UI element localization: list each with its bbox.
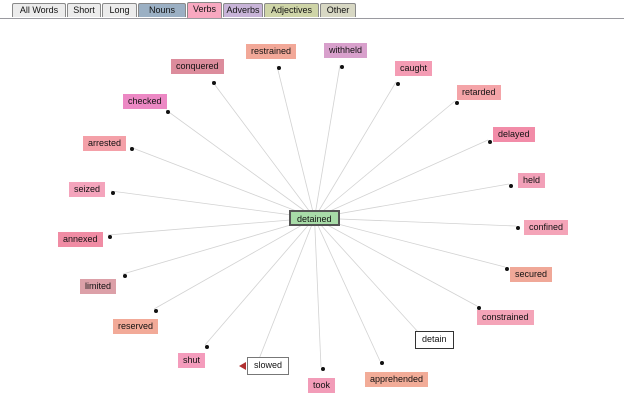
spoke-line	[211, 80, 315, 219]
tab-all-words[interactable]: All Words	[12, 3, 66, 17]
spoke-line	[314, 64, 341, 219]
tab-adverbs[interactable]: Adverbs	[223, 3, 263, 17]
node-dot-checked	[166, 110, 170, 114]
tab-long[interactable]: Long	[102, 3, 137, 17]
spoke-line	[107, 217, 315, 236]
spoke-line	[129, 146, 315, 219]
spoke-line	[314, 217, 381, 362]
node-dot-took	[321, 367, 325, 371]
node-dot-secured	[505, 267, 509, 271]
spoke-line	[110, 190, 315, 219]
node-dot-annexed	[108, 235, 112, 239]
word-delayed[interactable]: delayed	[493, 127, 535, 142]
spoke-line	[314, 217, 517, 227]
node-dot-arrested	[130, 147, 134, 151]
word-confined[interactable]: confined	[524, 220, 569, 235]
spoke-line	[314, 217, 478, 307]
spoke-line	[314, 139, 489, 219]
node-dot-apprehended	[380, 361, 384, 365]
word-annexed[interactable]: annexed	[58, 232, 103, 247]
word-secured[interactable]: secured	[510, 267, 553, 282]
node-dot-held	[509, 184, 513, 188]
spoke-line	[314, 183, 510, 219]
spoke-line	[276, 65, 315, 219]
spoke-line	[314, 217, 506, 268]
tab-nouns[interactable]: Nouns	[138, 3, 186, 17]
word-withheld[interactable]: withheld	[324, 43, 368, 58]
node-dot-retarded	[455, 101, 459, 105]
center-word-detained[interactable]: detained	[289, 210, 340, 226]
node-dot-caught	[396, 82, 400, 86]
node-dot-conquered	[212, 81, 216, 85]
word-limited[interactable]: limited	[80, 279, 117, 294]
word-detain[interactable]: detain	[415, 331, 454, 349]
tab-adjectives[interactable]: Adjectives	[264, 3, 319, 17]
word-restrained[interactable]: restrained	[246, 44, 297, 59]
node-dot-withheld	[340, 65, 344, 69]
word-checked[interactable]: checked	[123, 94, 167, 109]
spoke-lines	[107, 64, 517, 368]
word-held[interactable]: held	[518, 173, 546, 188]
node-dot-restrained	[277, 66, 281, 70]
word-caught[interactable]: caught	[395, 61, 433, 76]
pointer-arrow-icon	[239, 362, 246, 370]
tab-verbs[interactable]: Verbs	[187, 2, 222, 18]
node-dot-constrained	[477, 306, 481, 310]
spoke-line	[314, 217, 322, 368]
word-retarded[interactable]: retarded	[457, 85, 501, 100]
word-type-tab-bar: All Words Short Long Nouns Verbs Adverbs…	[0, 0, 624, 19]
word-seized[interactable]: seized	[69, 182, 106, 197]
node-dot-delayed	[488, 140, 492, 144]
spoke-line	[314, 100, 456, 219]
word-took[interactable]: took	[308, 378, 336, 393]
spoke-line	[153, 217, 315, 310]
word-shut[interactable]: shut	[178, 353, 206, 368]
spoke-line	[122, 217, 315, 275]
spoke-line	[204, 217, 315, 346]
spoke-line	[314, 217, 420, 334]
spoke-line	[314, 81, 397, 219]
tab-short[interactable]: Short	[67, 3, 101, 17]
word-apprehended[interactable]: apprehended	[365, 372, 429, 387]
word-reserved[interactable]: reserved	[113, 319, 159, 334]
node-dot-shut	[205, 345, 209, 349]
node-dot-confined	[516, 226, 520, 230]
node-dot-limited	[123, 274, 127, 278]
word-slowed[interactable]: slowed	[247, 357, 290, 375]
word-graph: detained restrained withheld caught reta…	[0, 19, 624, 411]
spoke-line	[165, 109, 315, 219]
tab-other[interactable]: Other	[320, 3, 356, 17]
word-constrained[interactable]: constrained	[477, 310, 534, 325]
word-conquered[interactable]: conquered	[171, 59, 224, 74]
node-dot-reserved	[154, 309, 158, 313]
spoke-line	[258, 217, 315, 360]
word-arrested[interactable]: arrested	[83, 136, 127, 151]
node-dot-seized	[111, 191, 115, 195]
